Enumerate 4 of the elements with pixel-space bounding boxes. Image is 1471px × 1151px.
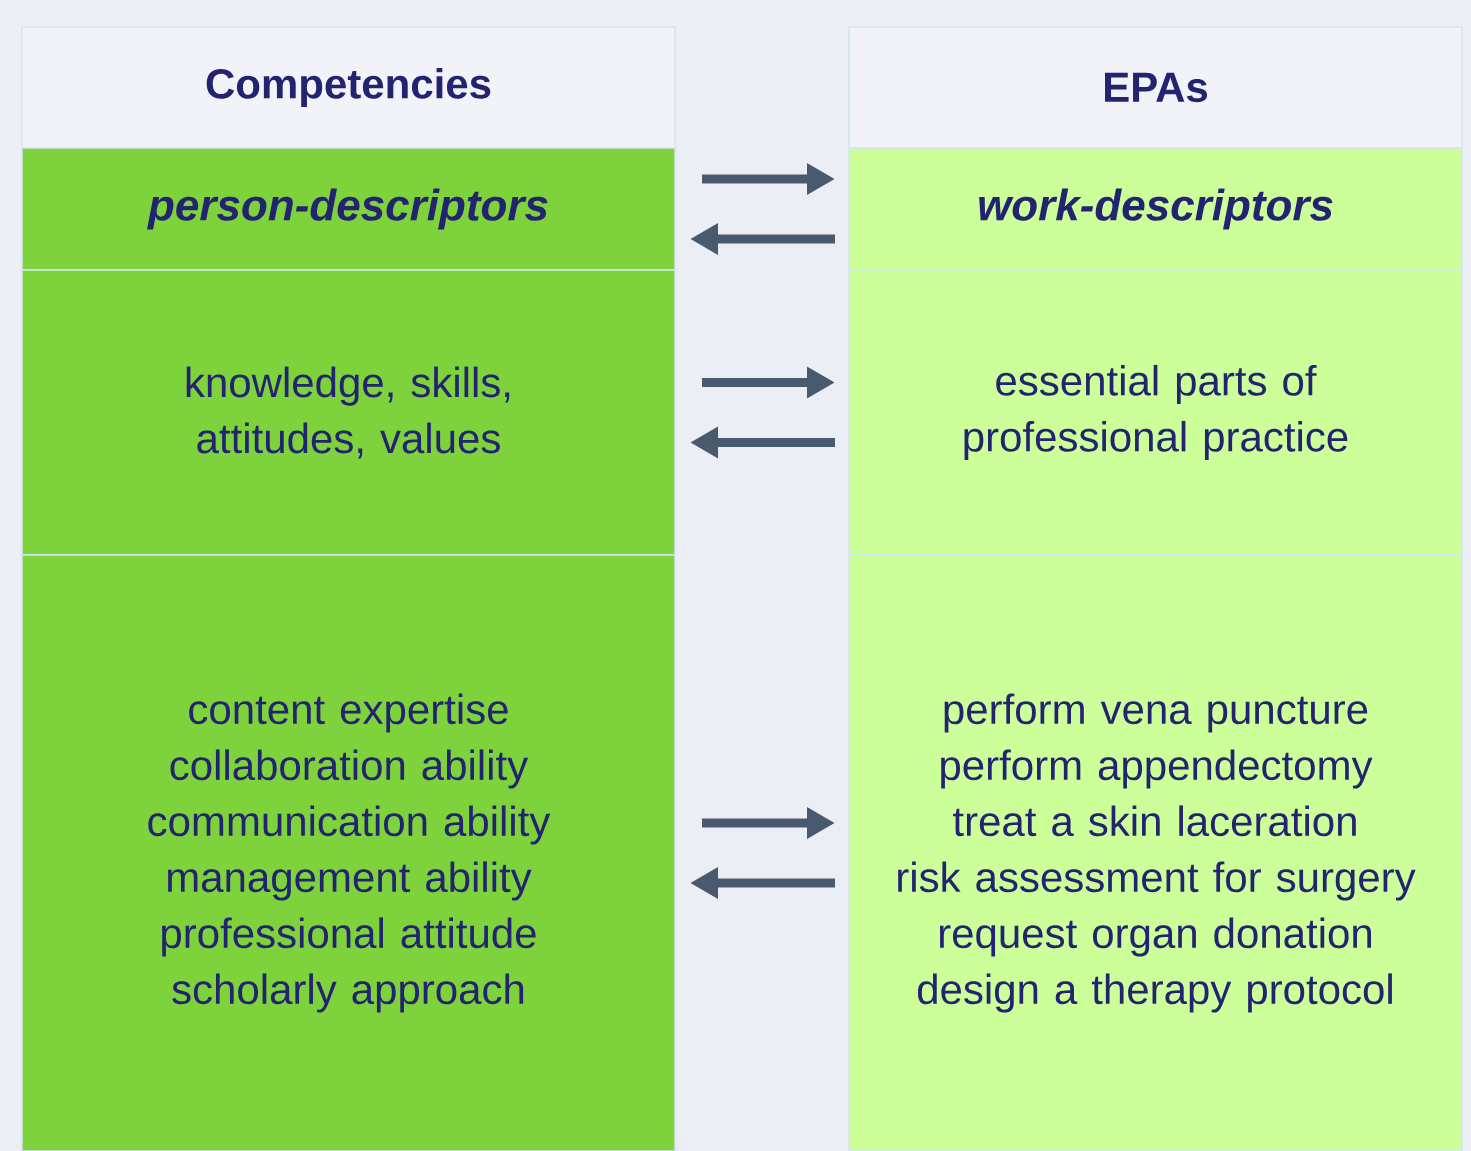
- column-header: EPAs: [848, 26, 1463, 149]
- descriptor-cell: person-descriptors: [21, 147, 676, 271]
- column-header: Competencies: [21, 26, 676, 149]
- descriptor-cell: work-descriptors: [848, 147, 1463, 271]
